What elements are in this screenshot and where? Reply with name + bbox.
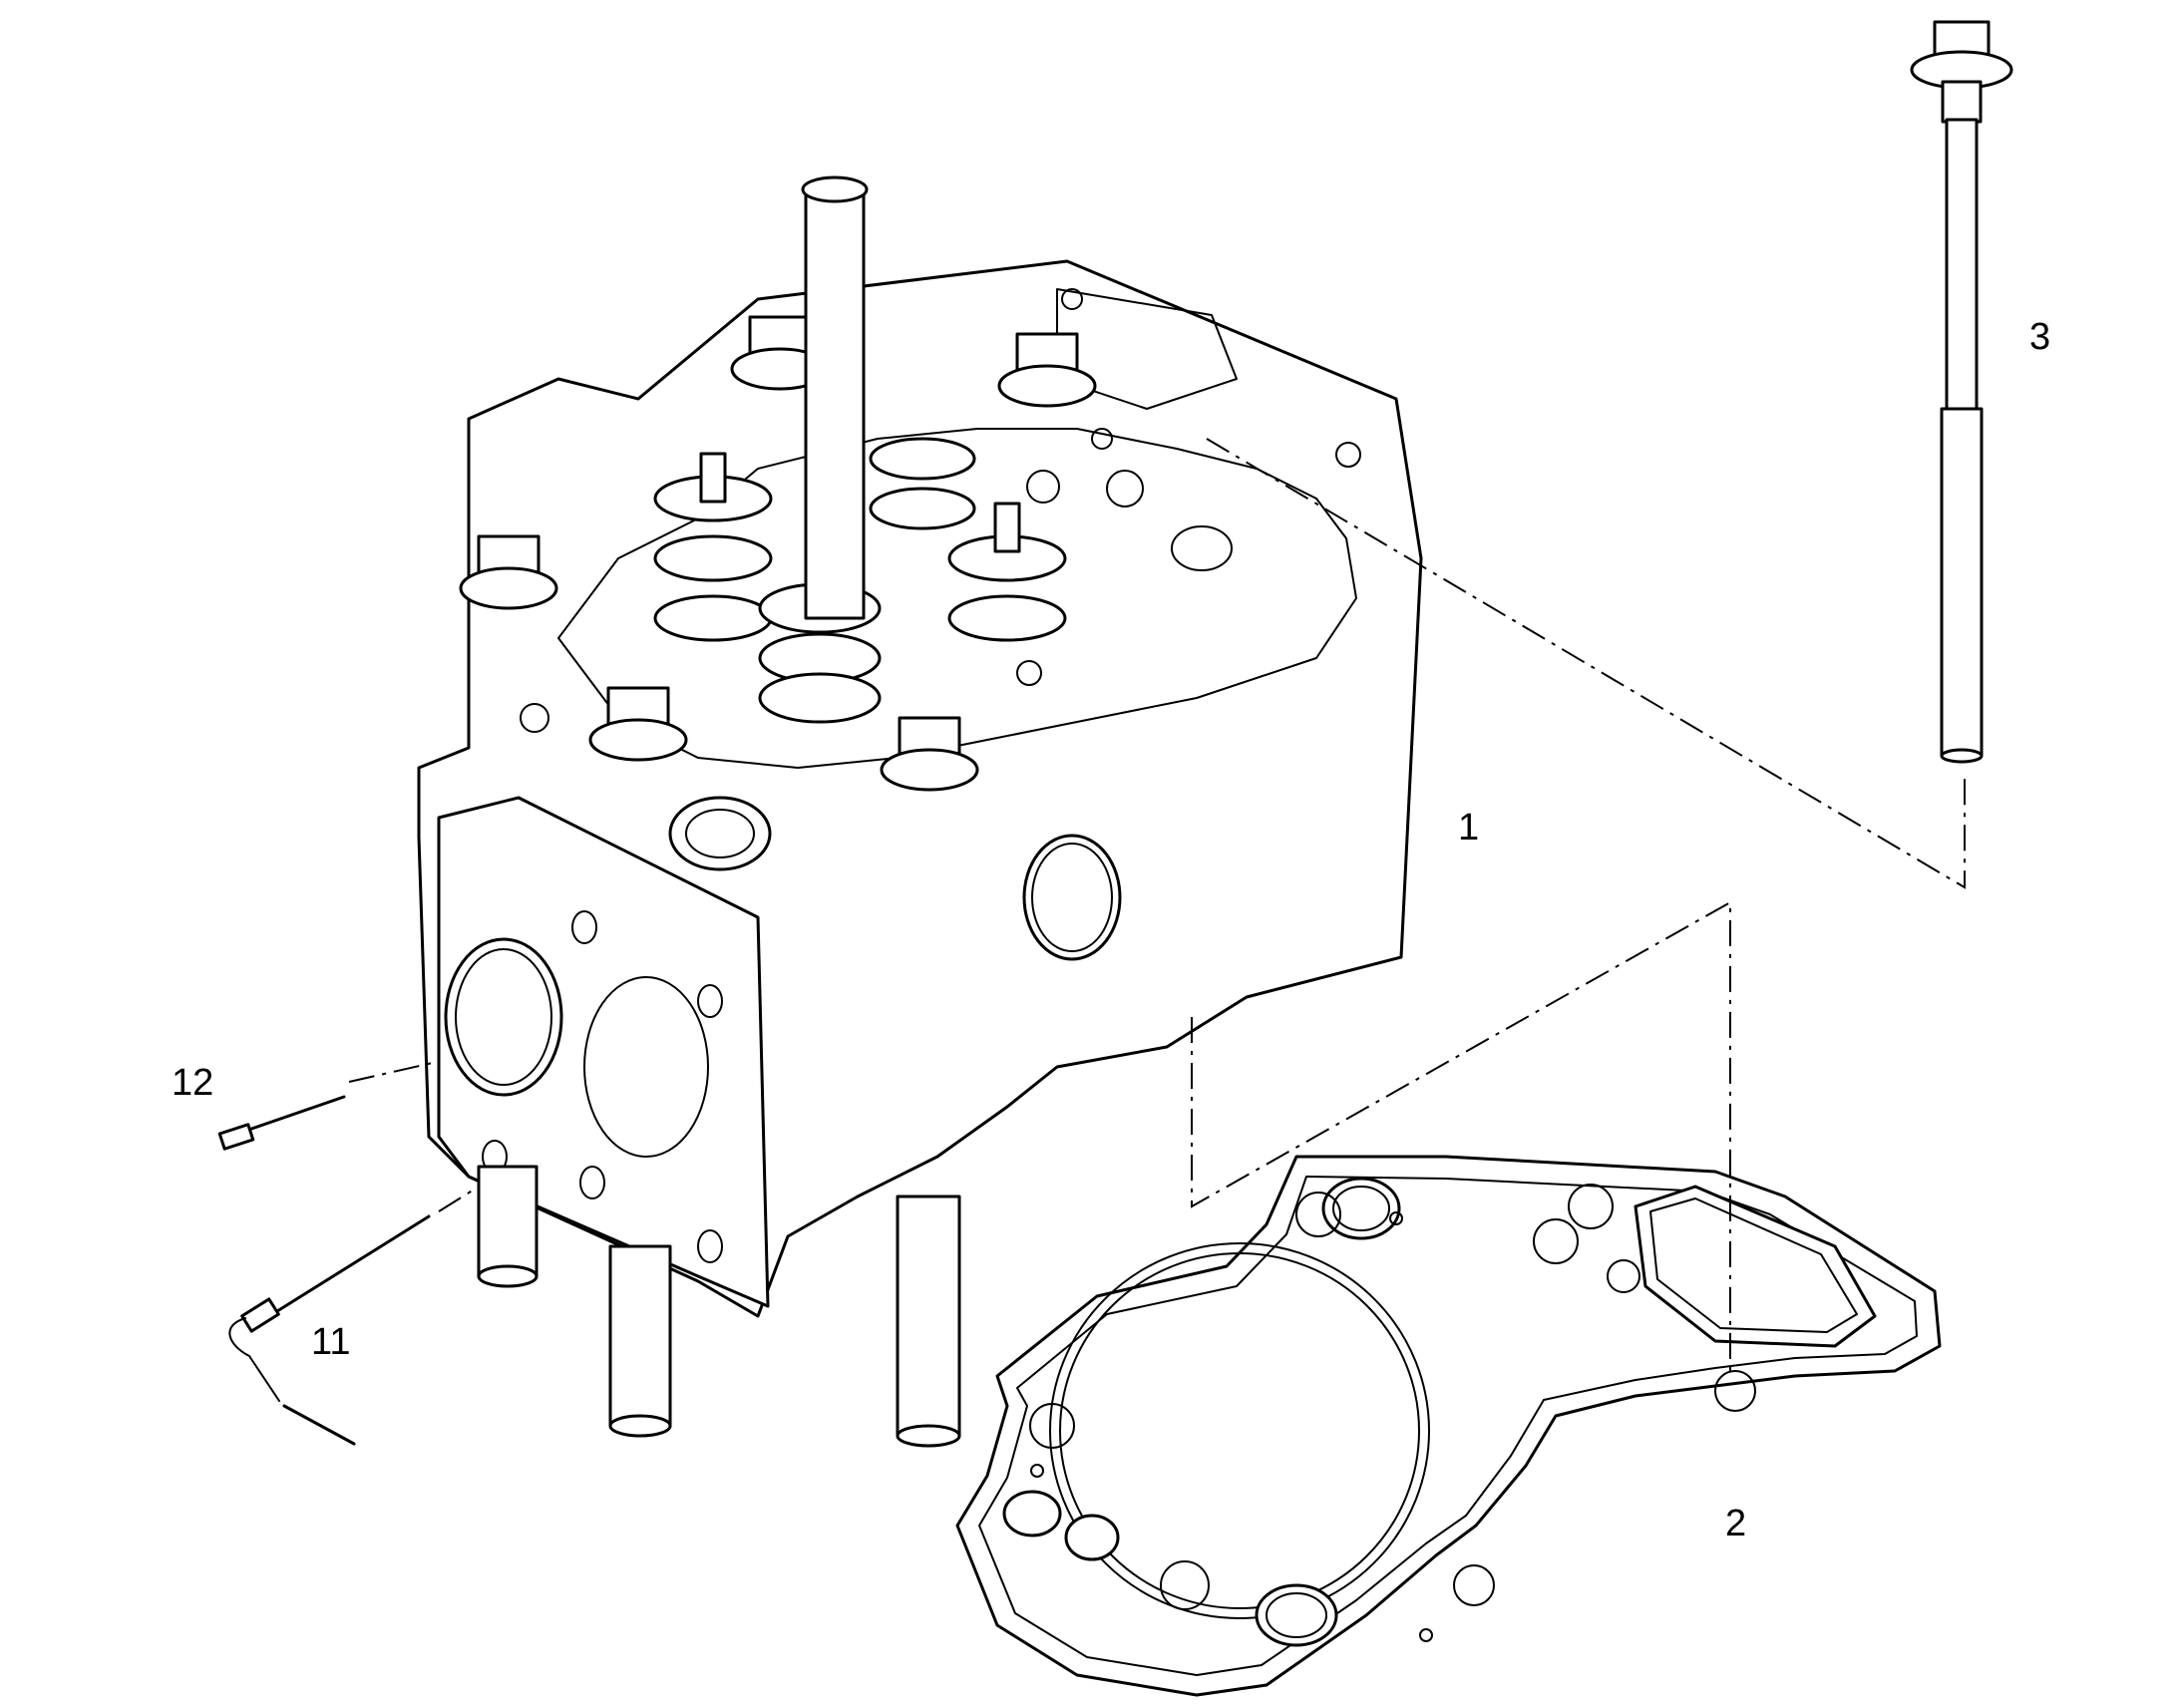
injector-tube [801, 175, 869, 620]
head-bolt [1910, 20, 2013, 764]
callout-2: 2 [1725, 1503, 1746, 1544]
valve-springs [653, 437, 1067, 724]
leader-lines [348, 438, 1966, 1376]
callout-12: 12 [172, 1062, 213, 1104]
callout-3: 3 [2029, 316, 2050, 358]
plug-sensor [217, 1095, 346, 1151]
head-gasket [955, 1155, 1942, 1697]
cylinder-head [417, 175, 1423, 1448]
callout-11: 11 [311, 1321, 350, 1363]
temperature-sensor [228, 1214, 431, 1446]
callout-1: 1 [1458, 807, 1479, 849]
